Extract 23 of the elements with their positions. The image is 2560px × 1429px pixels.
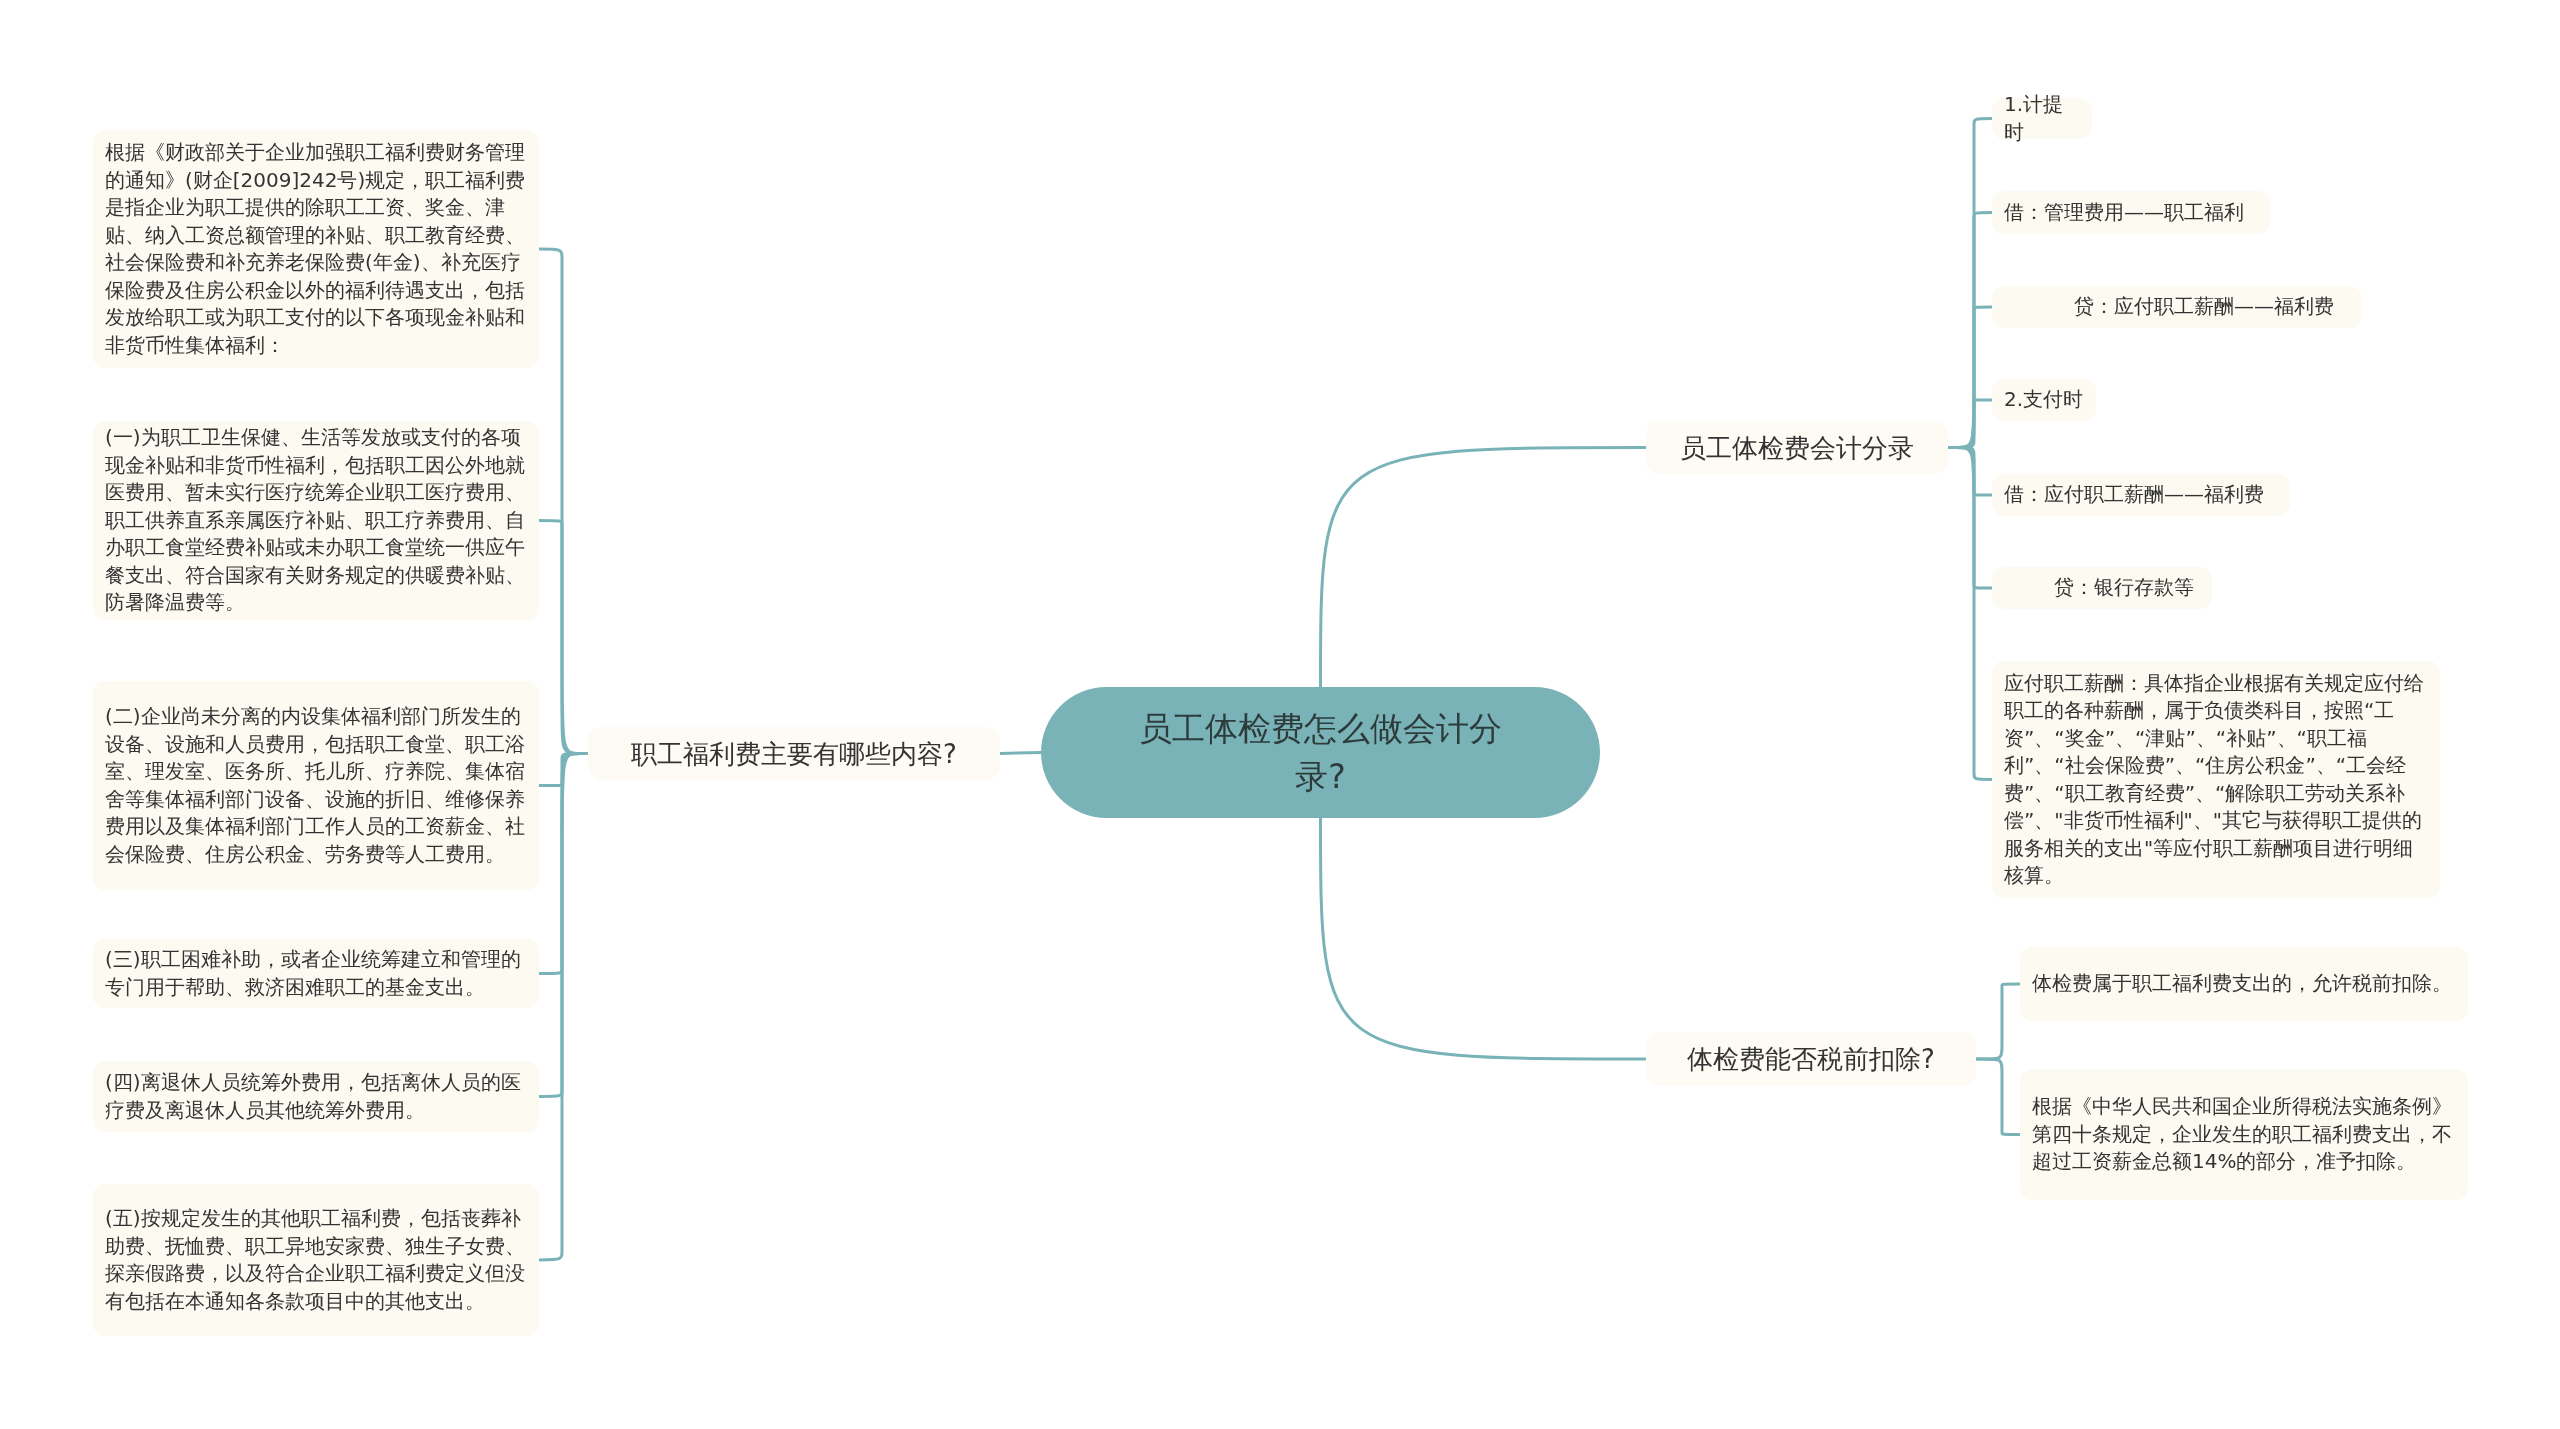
topic-box: 体检费能否税前扣除?	[1646, 1032, 1976, 1086]
connector	[1976, 1057, 2020, 1136]
connector	[1319, 818, 1646, 1061]
central-topic: 员工体检费怎么做会计分录?	[1041, 687, 1600, 818]
note-box: (五)按规定发生的其他职工福利费，包括丧葬补助费、抚恤费、职工异地安家费、独生子女费、探亲假路费，以及符合企业职工福利费定义但没有包括在本通知各条款项目中的其他支出。	[93, 1184, 539, 1336]
note-box: 2.支付时	[1992, 379, 2096, 421]
note-box: 应付职工薪酬：具体指企业根据有关规定应付给职工的各种薪酬，属于负债类科目，按照“工资”、“奖金”、“津贴”、“补贴”、“职工福利”、“社会保险费”、“住房公积金”、“工会经费”、“职工教育经费”、“解除职工劳动关系补偿”、"非货币性福利"、"其它与获得职工提供的服务相关的支出"等应付职工薪酬项目进行明细核算。	[1992, 661, 2440, 898]
note-box: 根据《财政部关于企业加强职工福利费财务管理的通知》(财企[2009]242号)规定，职工福利费是指企业为职工提供的除职工工资、奖金、津贴、纳入工资总额管理的补贴、职工教育经费、社会保险费和补充养老保险费(年金)、补充医疗保险费及住房公积金以外的福利待遇支出，包括发放给职工或为职工支付的以下各项现金补贴和非货币性集体福利：	[93, 130, 539, 368]
topic-box: 员工体检费会计分录	[1646, 421, 1948, 474]
note-box: (四)离退休人员统筹外费用，包括离休人员的医疗费及离退休人员其他统筹外费用。	[93, 1061, 539, 1132]
connector	[999, 751, 1042, 755]
note-box: 贷：银行存款等	[1992, 567, 2212, 609]
connector	[1948, 446, 1992, 781]
note-box: 体检费属于职工福利费支出的，允许税前扣除。	[2020, 947, 2468, 1021]
note-box: (三)职工困难补助，或者企业统筹建立和管理的专门用于帮助、救济困难职工的基金支出。	[93, 939, 539, 1008]
note-box: 贷：应付职工薪酬——福利费	[1992, 286, 2362, 328]
note-box: (一)为职工卫生保健、生活等发放或支付的各项现金补贴和非货币性福利，包括职工因公外地就医费用、暂未实行医疗统筹企业职工医疗费用、职工供养直系亲属医疗补贴、职工疗养费用、自办职工食堂经费补贴或未办职工食堂统一供应午餐支出、符合国家有关财务规定的供暖费补贴、防暑降温费等。	[93, 421, 539, 620]
topic-box: 职工福利费主要有哪些内容?	[588, 727, 1000, 780]
note-box: 借：应付职工薪酬——福利费	[1992, 474, 2290, 516]
note-box: (二)企业尚未分离的内设集体福利部门所发生的设备、设施和人员费用，包括职工食堂、职工浴室、理发室、医务所、托儿所、疗养院、集体宿舍等集体福利部门设备、设施的折旧、维修保养费用以及集体福利部门工作人员的工资薪金、社会保险费、住房公积金、劳务费等人工费用。	[93, 681, 539, 890]
note-box: 根据《中华人民共和国企业所得税法实施条例》第四十条规定，企业发生的职工福利费支出，不超过工资薪金总额14%的部分，准予扣除。	[2020, 1069, 2468, 1200]
connector	[1319, 446, 1646, 687]
note-box: 借：管理费用——职工福利	[1992, 191, 2270, 234]
